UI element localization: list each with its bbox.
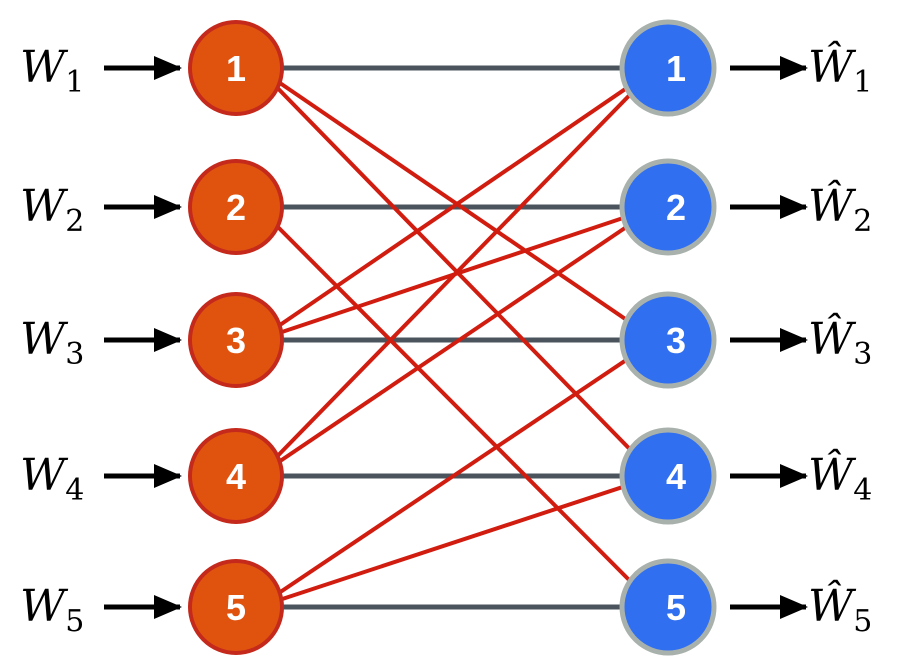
sender-node-1: 1 xyxy=(188,20,284,116)
cross-link-3-to-1 xyxy=(256,66,658,342)
cross-link-5-to-3 xyxy=(256,338,658,609)
receiver-node-label: 3 xyxy=(666,320,686,361)
receiver-node-label: 5 xyxy=(666,587,686,628)
cross-link-4-to-2 xyxy=(256,205,658,478)
sender-node-label: 5 xyxy=(226,587,246,628)
cross-link-5-to-4 xyxy=(257,473,658,609)
links-layer xyxy=(256,57,658,618)
receiver-node-2: 2 xyxy=(619,158,717,256)
receiver-node-4: 4 xyxy=(619,427,717,525)
nodes-layer: 1 2 3 4 5 1 2 3 4 5 xyxy=(188,19,717,656)
sender-node-label: 1 xyxy=(226,48,246,89)
output-label-1: Ŵ1 xyxy=(808,40,872,100)
output-label-3: Ŵ3 xyxy=(808,312,872,372)
input-label-4: W4 xyxy=(20,450,84,508)
sender-node-5: 5 xyxy=(188,559,284,655)
sender-node-4: 4 xyxy=(188,428,284,524)
sender-node-3: 3 xyxy=(188,292,284,388)
cross-link-4-to-1 xyxy=(256,66,658,478)
io-arrows-layer xyxy=(104,56,808,619)
input-label-5: W5 xyxy=(20,581,84,639)
receiver-node-label: 1 xyxy=(666,48,686,89)
sender-node-label: 2 xyxy=(226,187,246,228)
receiver-node-label: 4 xyxy=(666,456,686,497)
sender-node-2: 2 xyxy=(188,159,284,255)
output-label-4: Ŵ4 xyxy=(808,448,872,508)
cross-link-2-to-5 xyxy=(256,205,658,609)
output-label-2: Ŵ2 xyxy=(808,179,872,239)
receiver-node-3: 3 xyxy=(619,291,717,389)
receiver-node-5: 5 xyxy=(619,558,717,656)
input-label-1: W1 xyxy=(20,42,84,100)
input-label-2: W2 xyxy=(20,181,84,239)
output-label-5: Ŵ5 xyxy=(808,579,872,639)
input-label-3: W3 xyxy=(20,314,84,372)
sender-node-label: 4 xyxy=(226,456,246,497)
receiver-node-1: 1 xyxy=(619,19,717,117)
sender-node-label: 3 xyxy=(226,320,246,361)
receiver-node-label: 2 xyxy=(666,187,686,228)
